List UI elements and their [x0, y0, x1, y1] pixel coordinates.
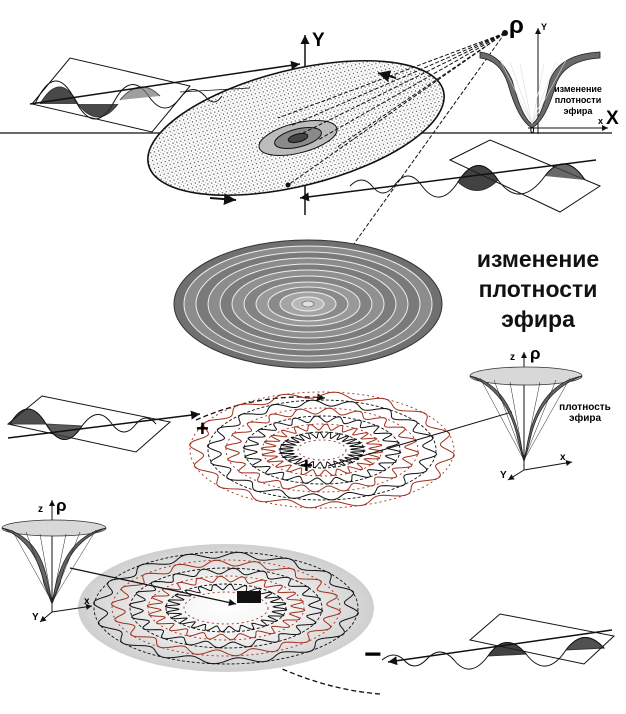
funnel-top-right [479, 28, 608, 134]
minus-edge-sign: − [364, 638, 382, 671]
orbit-arrow-bottom [209, 193, 237, 206]
wavy-ring [93, 551, 359, 665]
top-orbit-section [0, 28, 612, 309]
funnel-top-caption-line3: эфира [563, 106, 593, 116]
wave-packet-bottom-right [381, 613, 616, 670]
density-rings-disk [173, 239, 443, 369]
main-caption-line1: изменение [476, 246, 600, 272]
plus-center-sign: + [300, 453, 313, 478]
funnel-top-caption: изменение плотности эфира [548, 84, 608, 117]
funnel-mid-z-label: z [510, 352, 515, 363]
wavy-ring [224, 407, 420, 493]
funnel-mid-x-label: x [560, 452, 566, 463]
funnel-top-caption-line1: изменение [554, 84, 602, 94]
inner-ring-core [287, 132, 309, 144]
main-caption-line3: эфира [501, 306, 575, 332]
wavy-ring [206, 399, 438, 501]
funnel-top-x-label: x [598, 116, 604, 126]
wave-packet-mid-left [6, 395, 201, 453]
plus-edge-sign: + [196, 416, 209, 441]
dashed-rays [277, 32, 506, 309]
wavy-ring [164, 583, 288, 633]
wavy-ring [277, 431, 367, 469]
wave-packet-top-left [29, 57, 301, 133]
funnel-low-rho-label: ρ [56, 496, 67, 515]
funnel-mid-caption-line2: эфира [568, 413, 602, 424]
funnel-mid-caption-line1: плотность [559, 402, 611, 413]
wavy-ring [128, 567, 324, 649]
funnel-top-origin-label: 0 [530, 126, 535, 135]
funnel-low-z-label: z [38, 504, 43, 515]
orbit-point [285, 182, 291, 188]
funnel-top-y-label: Y [541, 22, 548, 32]
funnel-mid-caption: плотность эфира [552, 402, 618, 424]
wave-packet-top-right [299, 139, 602, 213]
funnel-mid-right [469, 352, 583, 481]
wavy-ring [110, 559, 342, 657]
rho-point [502, 30, 508, 36]
x-axis-label: X [606, 108, 619, 129]
rho-label: ρ [509, 12, 524, 39]
funnel-low-x-label: x [84, 596, 90, 607]
main-caption-line2: плотности [478, 276, 598, 302]
wavy-ring [242, 415, 402, 485]
wavy-ring [189, 391, 455, 509]
negative-wave-disk [69, 544, 381, 695]
main-caption: изменение плотности эфира [458, 244, 618, 334]
wavy-ring [260, 423, 384, 477]
funnel-low-y-label: Y [32, 612, 39, 623]
funnel-mid-rho-label: ρ [530, 344, 541, 363]
minus-center-sign: − [237, 591, 261, 603]
funnel-bottom-left [1, 500, 107, 623]
funnel-mid-y-label: Y [500, 470, 507, 481]
positive-wave-disk [189, 391, 513, 509]
wavy-ring [146, 575, 306, 641]
funnel-top-caption-line2: плотности [554, 95, 602, 105]
y-axis-label: Y [312, 30, 325, 51]
orbit-arrow-top [377, 70, 397, 82]
